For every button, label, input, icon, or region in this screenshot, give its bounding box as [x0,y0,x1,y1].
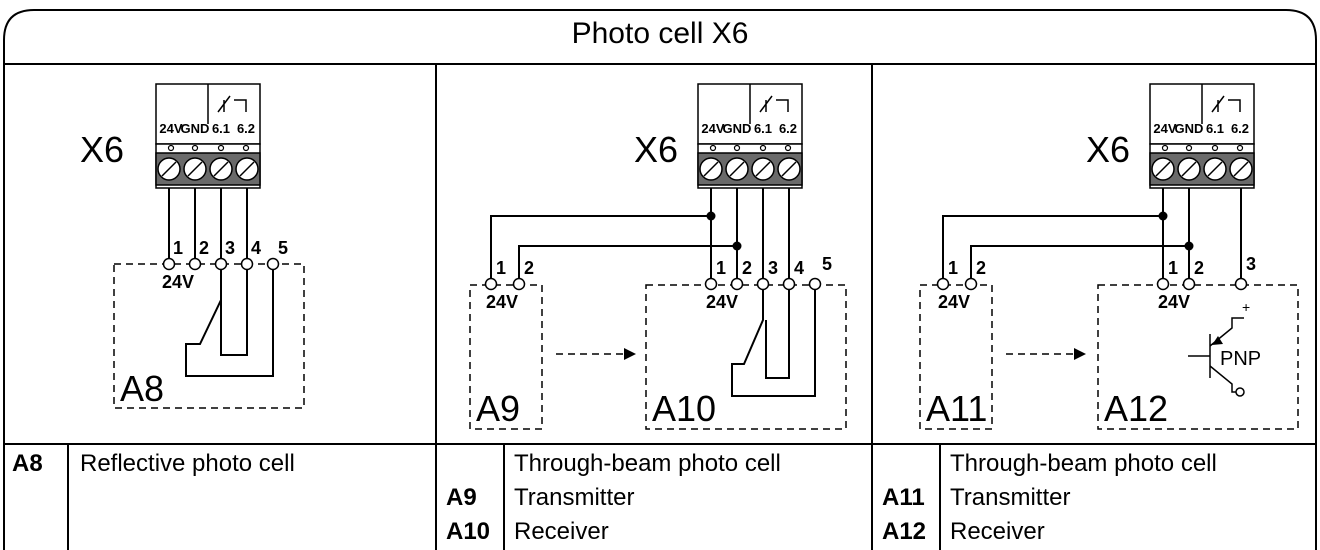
device-box-a10 [645,284,847,430]
terminal-label-6-1: 6.1 [1206,121,1224,136]
legend-text-through-beam: Through-beam photo cell [514,450,781,477]
device-code-a12: A12 [1104,388,1168,429]
terminal-label-gnd: GND [723,121,752,136]
terminal-label-24v: 24V [159,121,182,136]
wires-panel-3 [942,188,1242,279]
device-terminals-a8 [162,257,280,271]
terminal-block-x6: 24V GND 6.1 6.2 [155,83,261,189]
receiver-voltage-label: 24V [1158,292,1190,312]
receiver-terminal-2: 2 [1194,258,1204,278]
legend-text-transmitter: Transmitter [514,484,635,511]
terminal-label-gnd: GND [1175,121,1204,136]
terminal-block-x6: 24V GND 6.1 6.2 [697,83,803,189]
terminal-label-6-2: 6.2 [1231,121,1249,136]
plus-sign: + [1242,299,1250,315]
terminal-number-3: 3 [225,238,235,258]
terminal-label-6-1: 6.1 [754,121,772,136]
receiver-terminal-2: 2 [742,258,752,278]
legend-text-through-beam: Through-beam photo cell [950,450,1217,477]
terminal-label-6-2: 6.2 [237,121,255,136]
wires-panel-2 [490,188,816,397]
terminal-block-name: X6 [80,129,124,170]
receiver-terminal-3: 3 [1246,254,1256,274]
terminal-number-1: 1 [173,238,183,258]
legend-text-reflective: Reflective photo cell [80,450,295,477]
transmitter-terminal-2: 2 [524,258,534,278]
terminal-label-6-1: 6.1 [212,121,230,136]
legend-code-a11: A11 [882,484,925,511]
terminal-number-5: 5 [278,238,288,258]
terminal-number-4: 4 [251,238,261,258]
legend-text-receiver: Receiver [950,518,1045,545]
transmitter-terminal-1: 1 [496,258,506,278]
device-code-a9: A9 [476,388,520,429]
pnp-label: PNP [1220,348,1261,370]
terminal-label-24v: 24V [1153,121,1176,136]
legend-code-a12: A12 [882,518,927,545]
terminal-block-name: X6 [1086,129,1130,170]
outer-border [3,9,1317,550]
terminal-label-24v: 24V [701,121,724,136]
legend-text-receiver: Receiver [514,518,609,545]
legend-code-a8: A8 [12,450,43,477]
terminal-label-gnd: GND [181,121,210,136]
voltage-label: 24V [162,272,194,292]
terminal-label-6-2: 6.2 [779,121,797,136]
device-box-a12 [1097,284,1299,430]
legend-text-transmitter: Transmitter [950,484,1071,511]
legend-code-a9: A9 [446,484,477,511]
device-box-a9 [469,284,543,430]
transmitter-terminal-1: 1 [948,258,958,278]
receiver-terminal-1: 1 [1168,258,1178,278]
terminal-number-2: 2 [199,238,209,258]
device-code-a10: A10 [652,388,716,429]
receiver-terminal-1: 1 [716,258,726,278]
panel-reflective: X6 24V GND 6.1 6.2 [80,83,305,409]
wires-panel-1 [168,188,274,377]
device-code-a11: A11 [926,388,987,429]
terminal-block-x6: 24V GND 6.1 6.2 [1149,83,1255,189]
diagram-title: Photo cell X6 [571,17,749,50]
panel-through-beam-pnp: X6 24V GND 6.1 6.2 [919,83,1299,430]
transmitter-voltage-label: 24V [938,292,970,312]
terminal-block-name: X6 [634,129,678,170]
panel-through-beam-relay: X6 24V GND 6.1 6.2 [469,83,847,430]
device-box-a11 [919,284,993,430]
receiver-terminal-4: 4 [794,258,804,278]
receiver-terminal-5: 5 [822,254,832,274]
receiver-voltage-label: 24V [706,292,738,312]
legend-code-a10: A10 [446,518,491,545]
pnp-transistor-symbol [1188,317,1245,397]
receiver-terminal-3: 3 [768,258,778,278]
transmitter-voltage-label: 24V [486,292,518,312]
transmitter-terminal-2: 2 [976,258,986,278]
device-code-a8: A8 [120,368,164,409]
